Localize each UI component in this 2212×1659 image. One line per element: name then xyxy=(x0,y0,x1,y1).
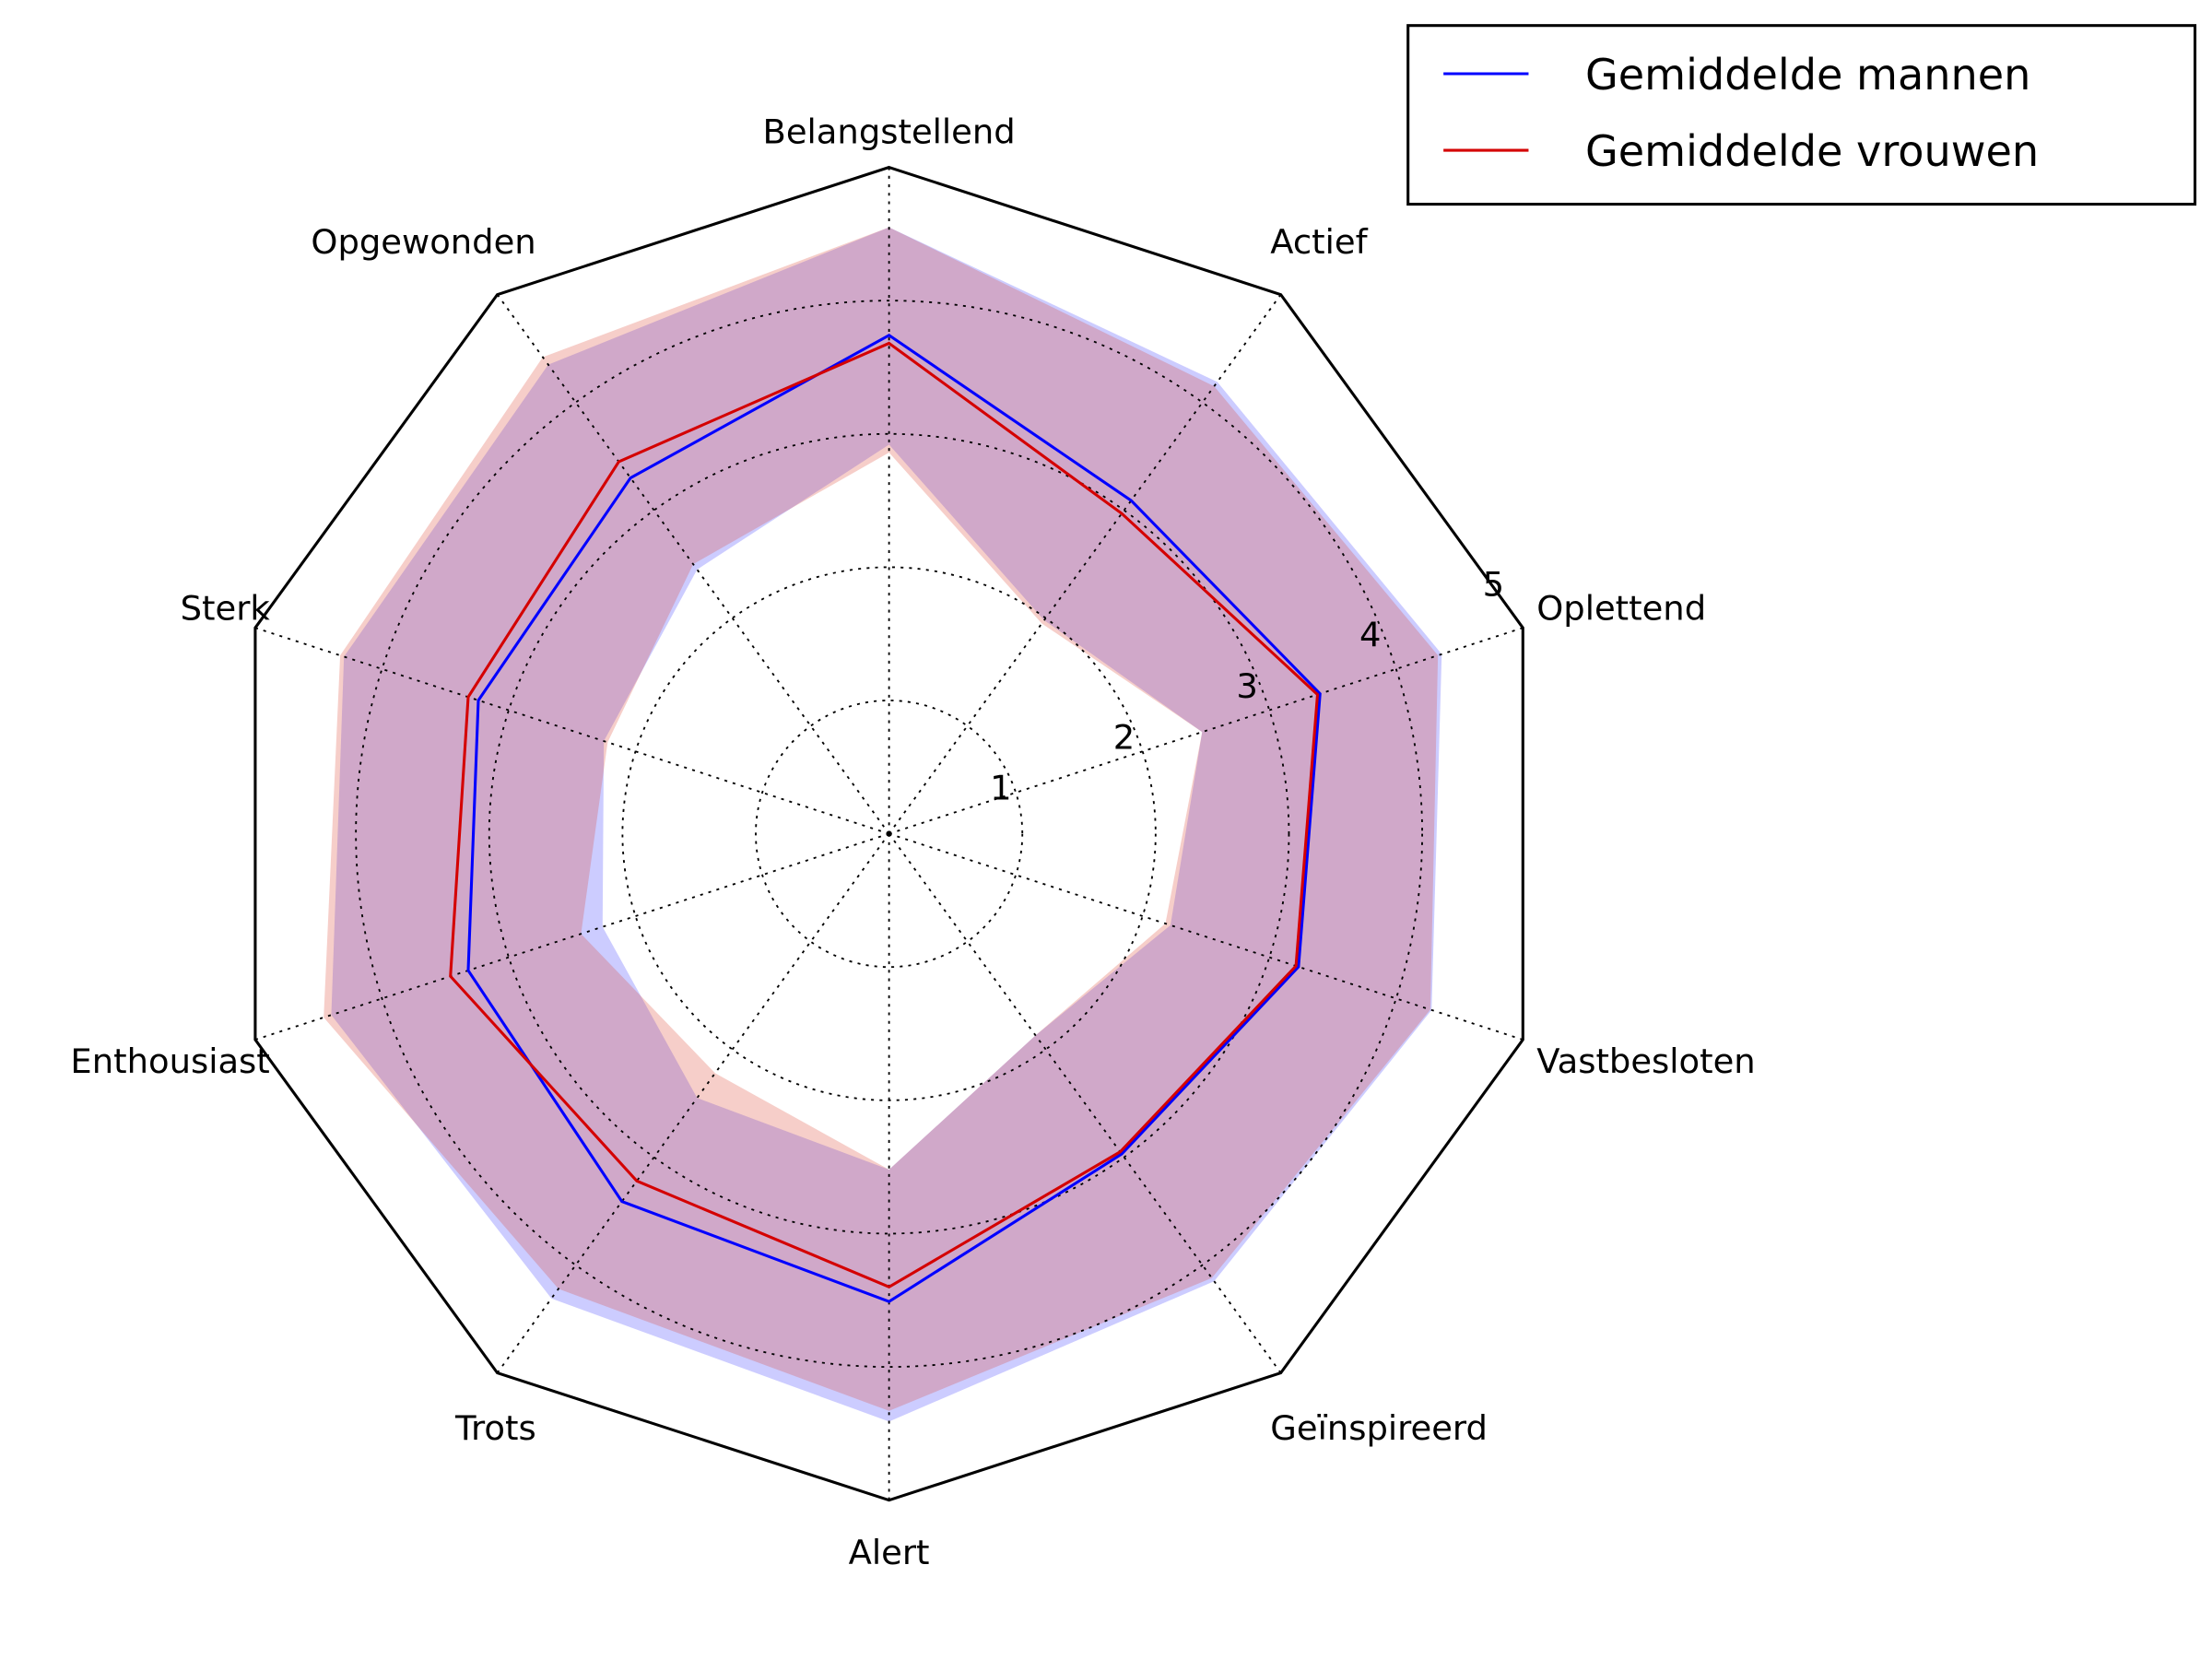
axis-label: Opgewonden xyxy=(311,222,535,262)
spoke xyxy=(888,832,1524,1041)
legend-box xyxy=(1406,24,2197,206)
spoke xyxy=(496,833,890,1374)
band-1 xyxy=(324,227,1439,1411)
spoke xyxy=(254,627,889,835)
axis-label: Actief xyxy=(1270,222,1368,262)
spoke xyxy=(888,294,1282,835)
axis-label: Oplettend xyxy=(1536,589,1706,629)
axis-label: Belangstellend xyxy=(763,112,1016,151)
axis-label: Vastbesloten xyxy=(1536,1041,1755,1081)
spoke xyxy=(888,627,1524,835)
series-line-1 xyxy=(449,341,1320,1289)
r-tick-label: 2 xyxy=(1113,717,1135,757)
series-line-0 xyxy=(466,333,1322,1303)
center-dot xyxy=(886,830,892,837)
axis-label: Geïnspireerd xyxy=(1270,1408,1488,1448)
axis-label: Trots xyxy=(454,1408,536,1448)
outer-frame xyxy=(253,165,1524,1502)
legend-label-women: Gemiddelde vrouwen xyxy=(1585,126,2039,176)
axis-label: Sterk xyxy=(181,589,271,629)
axis-label: Alert xyxy=(849,1533,930,1572)
grid-circle xyxy=(355,300,1423,1368)
spoke xyxy=(254,832,889,1041)
r-tick-label: 4 xyxy=(1359,616,1381,655)
spoke xyxy=(888,833,1282,1374)
r-tick-label: 1 xyxy=(990,769,1011,808)
grid-circle xyxy=(755,700,1024,969)
r-tick-label: 5 xyxy=(1483,564,1504,604)
legend-label-men: Gemiddelde mannen xyxy=(1585,50,2030,100)
spoke xyxy=(496,294,890,835)
r-tick-label: 3 xyxy=(1236,666,1257,706)
grid-circle xyxy=(488,432,1290,1235)
legend: Gemiddelde mannen Gemiddelde vrouwen xyxy=(1406,24,2197,206)
axis-label: Enthousiast xyxy=(70,1041,269,1081)
